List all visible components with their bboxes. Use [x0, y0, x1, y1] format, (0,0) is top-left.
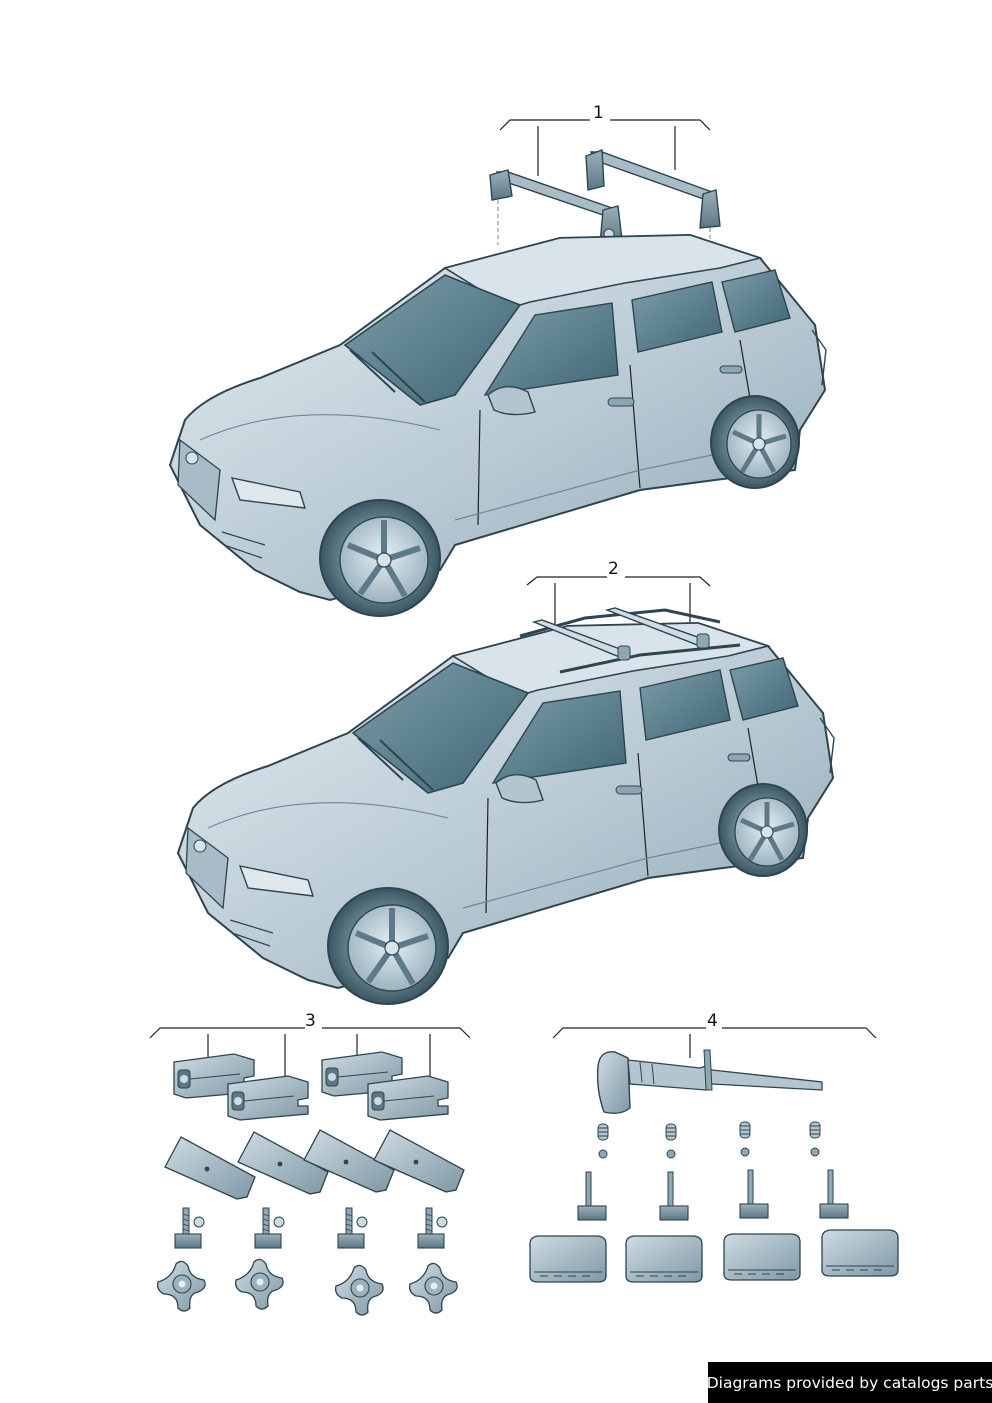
callout-number-4: 4 — [707, 1011, 718, 1031]
vehicle-illustration-1 — [170, 235, 826, 616]
mounting-kit-3 — [156, 1051, 465, 1316]
attribution-banner: Diagrams provided by catalogs parts — [707, 1362, 992, 1403]
callout-group-4: 4 — [552, 1011, 877, 1058]
callout-number-3: 3 — [305, 1011, 316, 1031]
callout-group-1: 1 — [499, 103, 711, 176]
callout-group-3: 3 — [149, 1011, 471, 1080]
vehicle-illustration-2 — [178, 623, 834, 1004]
callout-group-2: 2 — [526, 559, 711, 625]
callout-number-2: 2 — [608, 559, 619, 579]
mounting-kit-4 — [529, 1049, 899, 1283]
roof-bar-set-1 — [489, 149, 721, 280]
callout-number-1: 1 — [593, 103, 604, 123]
roof-bar-set-2 — [519, 607, 741, 674]
